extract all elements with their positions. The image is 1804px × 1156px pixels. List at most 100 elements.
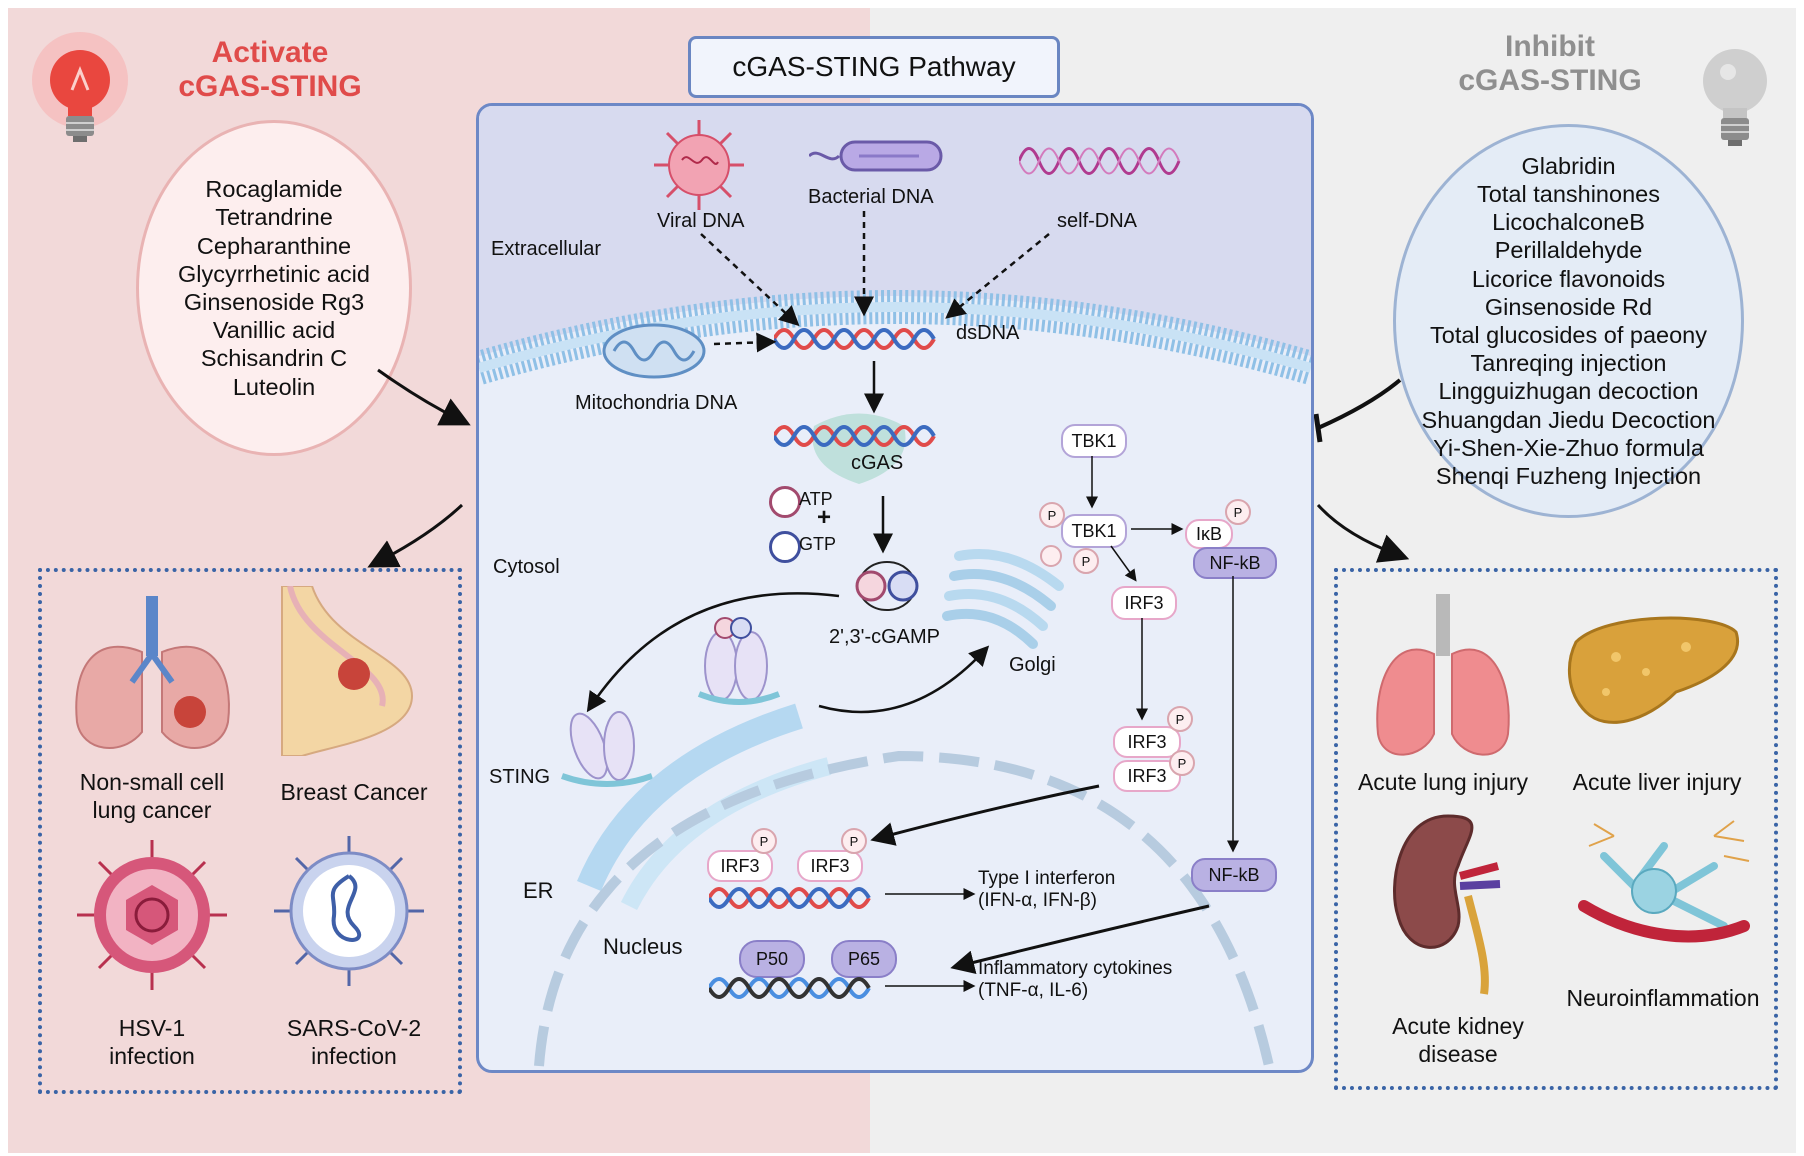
sting-dimer-icon — [560, 711, 654, 787]
dsdna-label: dsDNA — [956, 322, 1020, 344]
virus-icon — [654, 120, 744, 210]
bacterial-dna-label: Bacterial DNA — [808, 186, 934, 208]
compound-item: Total glucosides of paeony — [1430, 322, 1707, 348]
compound-item: Ginsenoside Rg3 — [183, 289, 365, 315]
golgi-label: Golgi — [1009, 654, 1056, 676]
inhibit-title: Inhibit cGAS-STING — [1430, 30, 1670, 98]
disease-label: Acute liver injury — [1572, 769, 1742, 795]
atp-circle — [769, 486, 801, 518]
activate-title: Activate cGAS-STING — [150, 36, 390, 104]
pathway-title: cGAS-STING Pathway — [688, 36, 1060, 98]
compound-item: Perillaldehyde — [1494, 237, 1643, 264]
self-dna-icon — [1019, 147, 1181, 175]
compound-item: Glycyrrhetinic acid — [178, 260, 370, 287]
compound-item: Glabridin — [1521, 152, 1616, 179]
phospho-badge: P — [1039, 502, 1065, 528]
compound-item: Tetrandrine — [215, 204, 333, 231]
disease-label: Acute lung injury — [1357, 769, 1529, 795]
inhibit-disease-box: Acute lung injury Acute liver injury Acu… — [1334, 568, 1778, 1090]
activate-disease-arrow — [367, 503, 464, 568]
irf3-nuclear: IRF3 — [797, 850, 863, 882]
lit-bulb-icon — [32, 32, 128, 142]
compound-item: Tanreqing injection — [1470, 350, 1667, 377]
plus-sign: + — [817, 504, 832, 531]
compound-item: Schisandrin C — [200, 345, 348, 372]
activate-title-line1: Activate — [211, 36, 329, 69]
activator-compound-list: Rocaglamide Tetrandrine Cepharanthine Gl… — [136, 120, 412, 456]
compound-item: Cepharanthine — [196, 232, 352, 259]
gtp-label: GTP — [799, 534, 837, 554]
irf3-dimer-bottom: IRF3 — [1113, 760, 1181, 792]
sars-cov-2-icon — [274, 836, 424, 986]
compound-item: Ginsenoside Rd — [1484, 293, 1653, 320]
phospho-badge: P — [1169, 750, 1195, 776]
inhibit-title-line2: cGAS-STING — [1458, 64, 1642, 97]
acute-lung-injury-icon — [1376, 594, 1510, 756]
sting-label: STING — [489, 766, 551, 788]
p50: P50 — [739, 940, 805, 978]
golgi-icon — [942, 545, 1064, 649]
hsv-virus-icon — [77, 840, 227, 990]
er-label: ER — [523, 878, 554, 903]
lung-cancer-icon — [75, 596, 230, 749]
activate-title-line2: cGAS-STING — [178, 70, 362, 103]
ikb: IκB — [1185, 519, 1233, 549]
mitochondria-dna-label: Mitochondria DNA — [575, 392, 738, 414]
acute-kidney-disease-icon — [1393, 814, 1501, 995]
cgas-label: cGAS — [851, 452, 904, 474]
tbk1-active: TBK1 — [1061, 514, 1127, 548]
atp-label: ATP — [799, 489, 833, 509]
inhibit-arrow — [1317, 378, 1402, 430]
unlit-bulb-icon — [1703, 49, 1767, 146]
nf-kb-cytosol: NF-kB — [1193, 547, 1277, 579]
tbk1-inactive: TBK1 — [1061, 424, 1127, 458]
pathway-arrows — [586, 211, 1239, 992]
phospho-badge: P — [1073, 548, 1099, 574]
cell-diagram: Viral DNA Bacterial DNA self-DNA Extrace… — [476, 103, 1314, 1073]
compound-item: Yi-Shen-Xie-Zhuo formula — [1433, 434, 1704, 461]
cytokine-output-label: Inflammatory cytokines(TNF-α, IL-6) — [978, 958, 1173, 1001]
inhibit-bar — [1313, 413, 1323, 443]
cgamp-label: 2',3'-cGAMP — [829, 626, 940, 648]
self-dna-label: self-DNA — [1057, 210, 1138, 232]
dsdna-helix-icon — [774, 328, 936, 350]
compound-item: Shuangdan Jiedu Decoction — [1421, 406, 1716, 433]
neuroinflammation-icon — [1578, 820, 1750, 943]
breast-cancer-icon — [281, 586, 414, 756]
phospho-badge: P — [1225, 499, 1251, 525]
er-and-nucleus — [534, 703, 1274, 1068]
cgamp-icon — [855, 561, 919, 611]
compound-item: Licorice flavonoids — [1471, 265, 1666, 292]
bacterium-icon — [809, 140, 943, 172]
compound-item: Rocaglamide — [205, 176, 343, 203]
disease-label: Breast Cancer — [280, 779, 428, 805]
inhibit-title-line1: Inhibit — [1505, 30, 1595, 63]
inhibitor-compound-list: Glabridin Total tanshinones Licochalcone… — [1393, 124, 1744, 518]
irf3-dimer-top: IRF3 — [1113, 726, 1181, 758]
nucleus-label: Nucleus — [603, 934, 683, 959]
cytosol-label: Cytosol — [493, 556, 560, 578]
viral-dna-label: Viral DNA — [657, 210, 745, 232]
mitochondria-icon — [602, 323, 706, 379]
cytokine-gene-helix — [709, 977, 871, 999]
compound-item: Vanillic acid — [212, 317, 336, 344]
compound-item: Shenqi Fuzheng Injection — [1435, 463, 1702, 490]
irf3-inactive: IRF3 — [1111, 586, 1177, 620]
irf3-nuclear: IRF3 — [707, 850, 773, 882]
cgas-enzyme-icon — [774, 413, 936, 484]
compound-item: Total tanshinones — [1477, 180, 1660, 207]
extracellular-label: Extracellular — [491, 238, 602, 260]
gtp-circle — [769, 531, 801, 563]
compound-item: Lingguizhugan decoction — [1438, 378, 1699, 405]
phospho-badge: P — [1167, 706, 1193, 732]
compound-item: LicochalconeB — [1492, 209, 1645, 236]
ifn-output-label: Type I interferon(IFN-α, IFN-β) — [978, 868, 1116, 911]
phospho-badge: P — [841, 828, 867, 854]
inhibit-disease-arrow — [1316, 503, 1410, 563]
ifn-gene-helix — [709, 887, 871, 909]
